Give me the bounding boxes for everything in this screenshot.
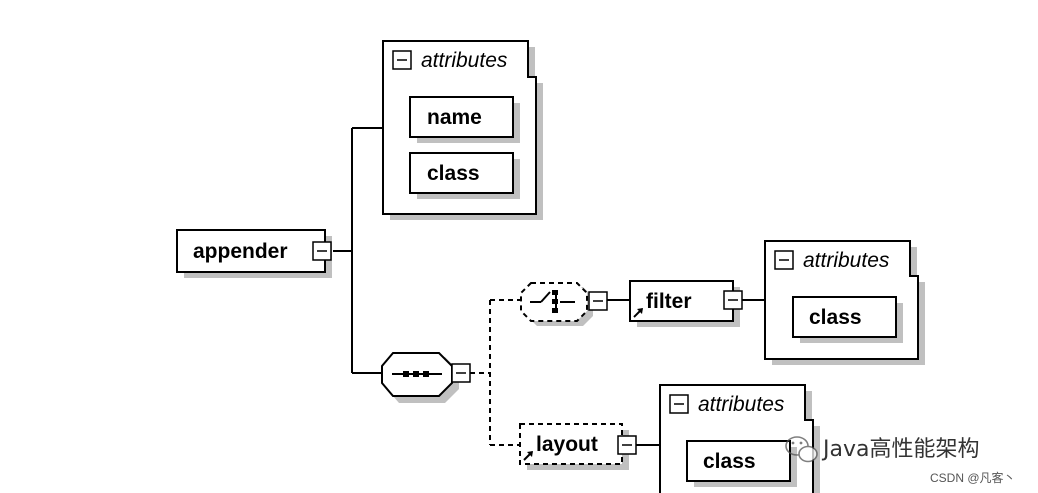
attribute-class-label: class — [427, 162, 480, 185]
appender-label: appender — [193, 240, 288, 263]
attributes-group-appender: attributes name class — [382, 40, 543, 220]
attribute-class-label: class — [809, 306, 862, 329]
choice-collapse-toggle[interactable] — [588, 291, 608, 311]
filter-element[interactable]: filter — [629, 280, 740, 327]
attributes-collapse-toggle[interactable] — [392, 50, 412, 70]
choice-compositor-icon[interactable] — [520, 282, 593, 326]
filter-collapse-toggle[interactable] — [723, 290, 743, 310]
attribute-class-label: class — [703, 450, 756, 473]
watermark: Java高性能架构 CSDN @凡客丶 — [785, 436, 1016, 485]
appender-element[interactable]: appender — [176, 229, 332, 278]
attribute-name-label: name — [427, 106, 482, 129]
attributes-group-layout: attributes class — [659, 384, 820, 493]
watermark-brand: Java高性能架构 — [821, 437, 979, 462]
attributes-header: attributes — [421, 49, 508, 72]
sequence-compositor-icon[interactable] — [381, 352, 459, 403]
attributes-header: attributes — [698, 393, 785, 416]
attributes-header: attributes — [803, 249, 890, 272]
filter-label: filter — [646, 290, 692, 313]
wechat-icon — [785, 436, 818, 463]
attributes-collapse-toggle[interactable] — [774, 250, 794, 270]
layout-collapse-toggle[interactable] — [617, 435, 637, 455]
appender-collapse-toggle[interactable] — [312, 241, 332, 261]
attributes-collapse-toggle[interactable] — [669, 394, 689, 414]
connector-lines — [333, 127, 766, 446]
layout-element[interactable]: layout — [519, 423, 629, 470]
layout-label: layout — [536, 433, 598, 456]
attribute-class[interactable]: class — [409, 152, 520, 199]
attribute-name[interactable]: name — [409, 96, 520, 143]
sequence-collapse-toggle[interactable] — [451, 363, 471, 383]
attribute-class[interactable]: class — [686, 440, 797, 487]
attribute-class[interactable]: class — [792, 296, 903, 343]
attributes-group-filter: attributes class — [764, 240, 925, 365]
watermark-credit: CSDN @凡客丶 — [930, 470, 1016, 485]
